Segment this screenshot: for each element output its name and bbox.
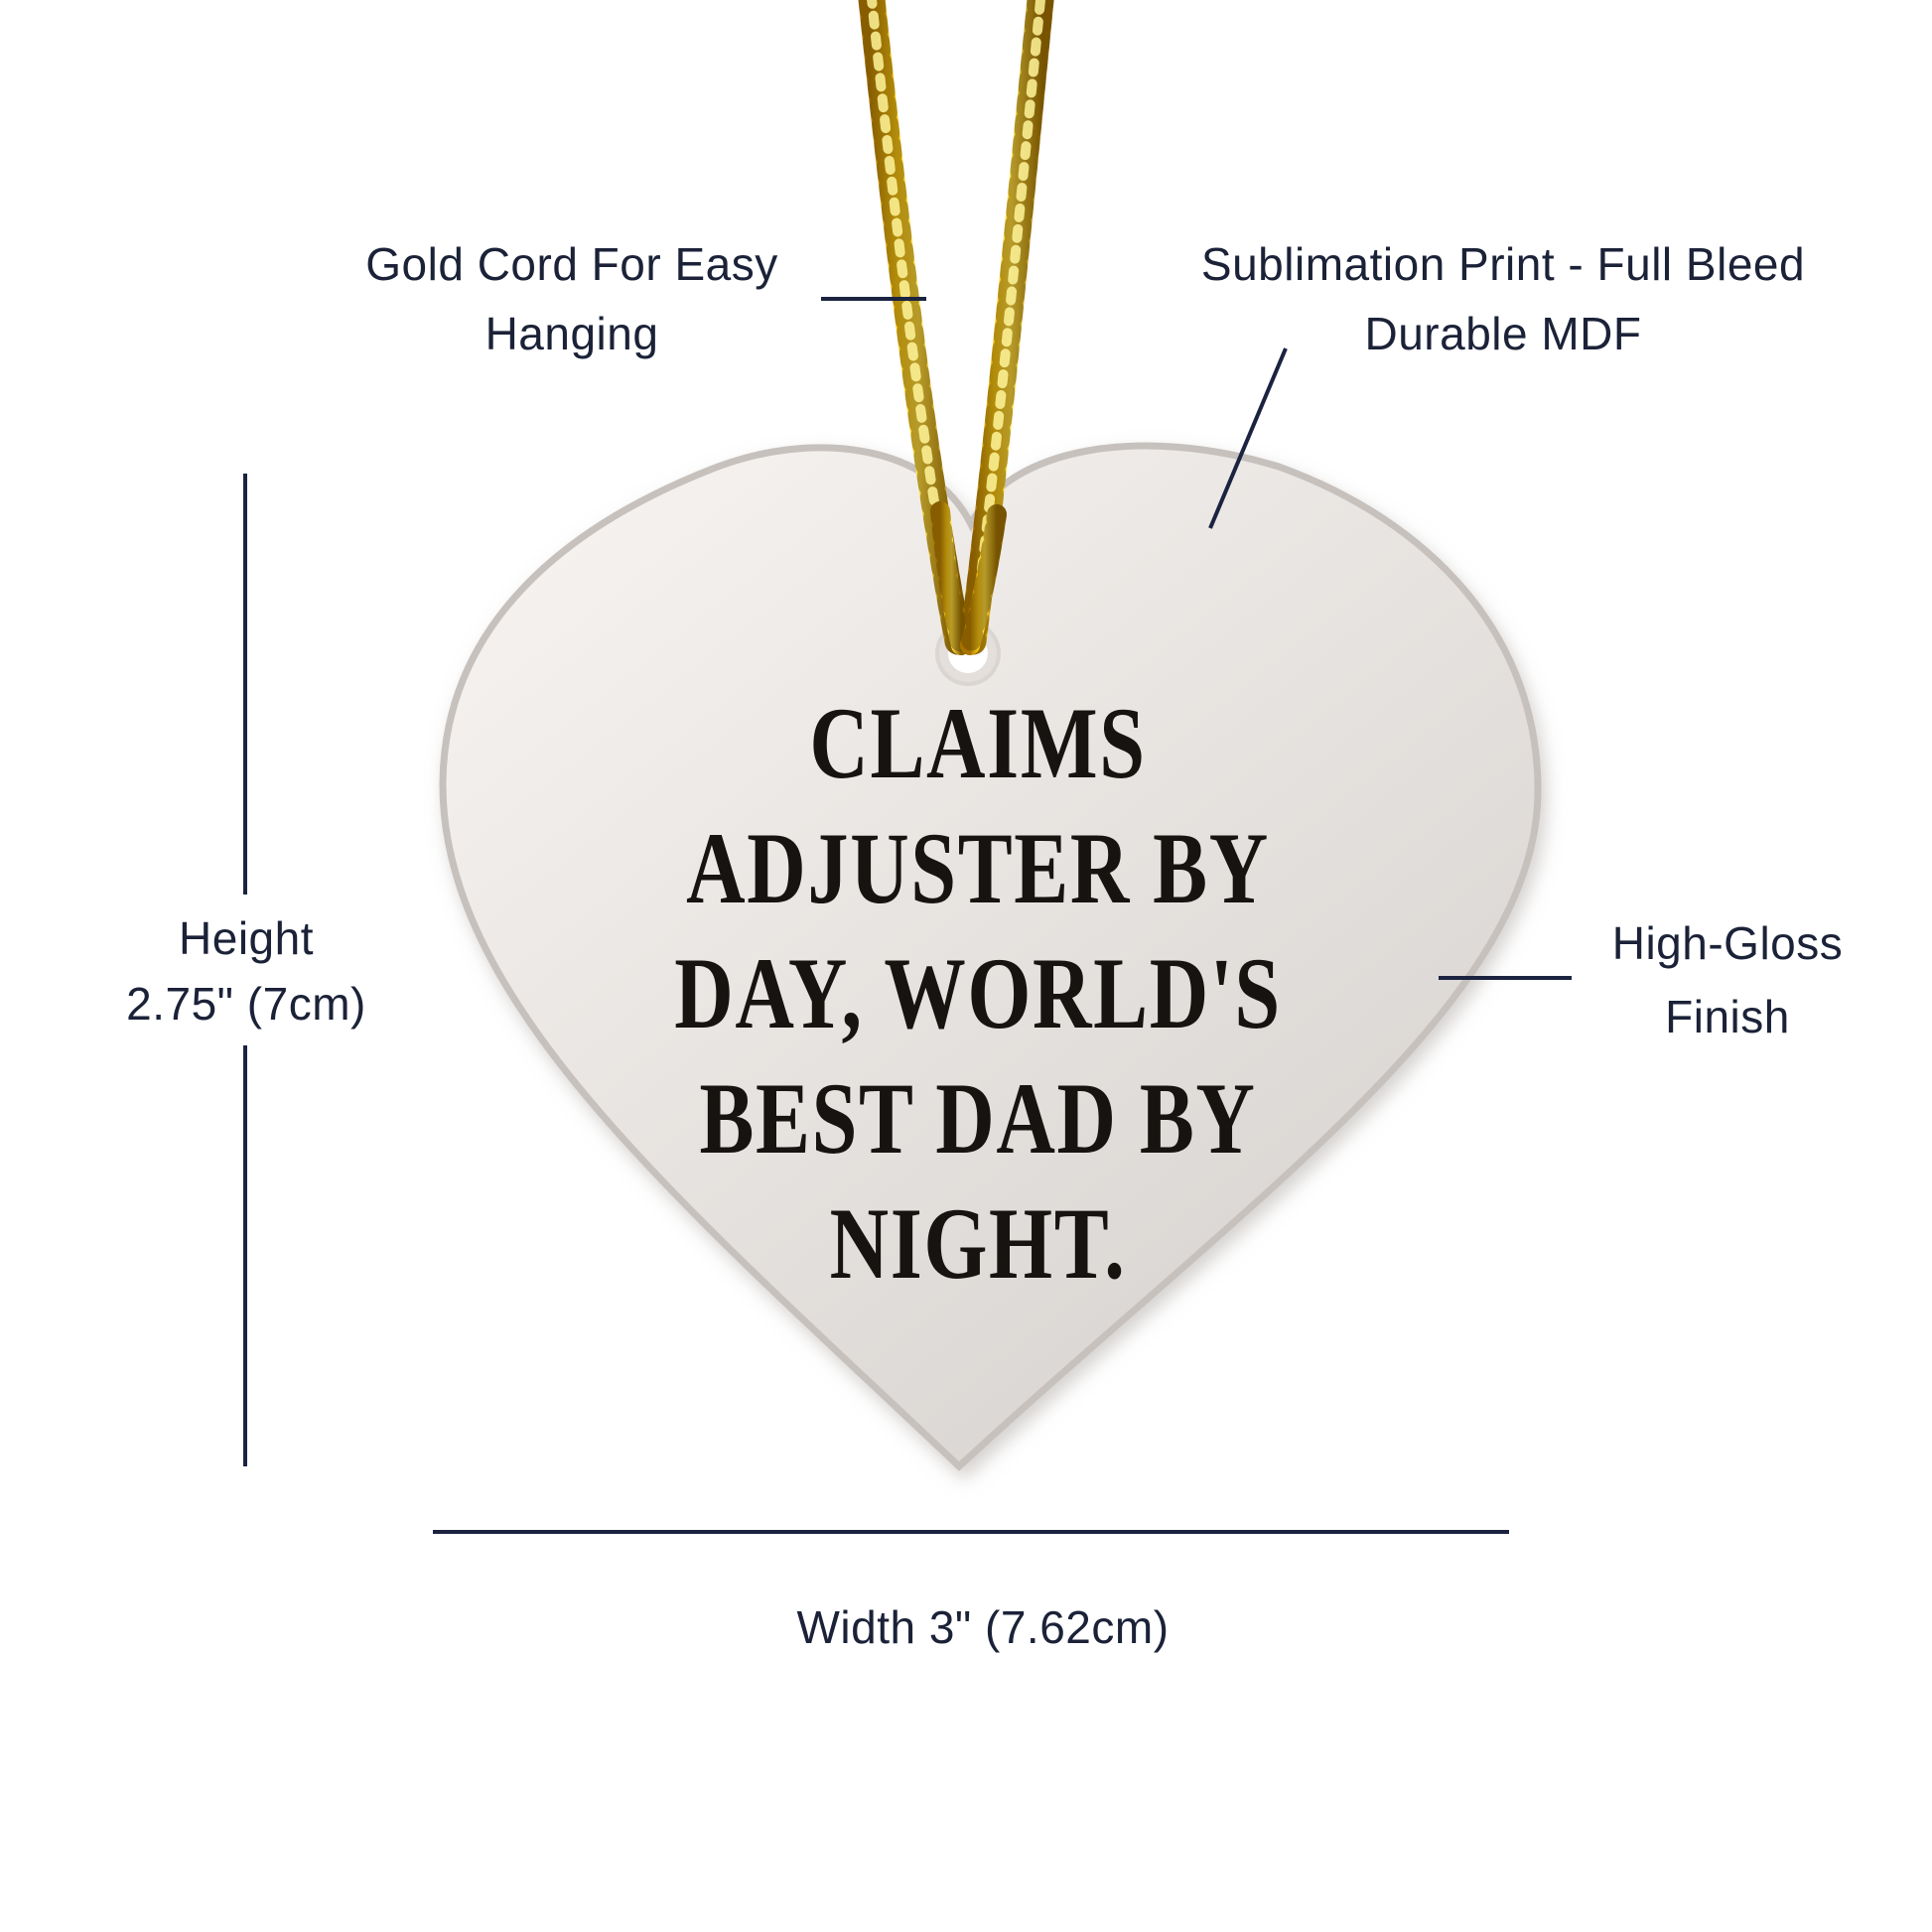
- annotation-lines: [243, 297, 1572, 1534]
- high-gloss-label-line-1: High-Gloss: [1611, 917, 1844, 969]
- ornament-quote-line-1: CLAIMS: [809, 687, 1147, 800]
- heart-ornament-shape: [439, 442, 1542, 1471]
- sublimation-label-line-1: Sublimation Print - Full Bleed: [1200, 238, 1806, 290]
- sublimation-label-line-2: Durable MDF: [1364, 308, 1642, 359]
- high-gloss-label-line-2: Finish: [1665, 991, 1790, 1042]
- width-label: Width 3" (7.62cm): [796, 1601, 1170, 1653]
- high-gloss-label: High-Gloss Finish: [1529, 906, 1926, 1053]
- gold-cord-label-line-2: Hanging: [484, 308, 659, 359]
- cord-loop-left-braid: [930, 501, 971, 655]
- gold-cord-label-line-1: Gold Cord For Easy: [365, 238, 778, 290]
- ornament-quote-line-4: BEST DAD BY: [699, 1062, 1257, 1175]
- ornament-quote-line-3: DAY, WORLD'S: [674, 937, 1282, 1050]
- sublimation-pointer-line: [1208, 347, 1288, 529]
- height-label-line-1: Height: [179, 912, 314, 964]
- height-label: Height 2.75" (7cm): [48, 905, 445, 1036]
- cord-loop-right: [960, 504, 1007, 655]
- height-label-line-2: 2.75" (7cm): [126, 978, 366, 1030]
- cord-loop-right-braid: [960, 504, 1007, 655]
- ornament-quote-line-2: ADJUSTER BY: [686, 812, 1270, 925]
- ornament-quote-line-5: NIGHT.: [829, 1187, 1127, 1301]
- cord-loop-left: [930, 501, 971, 655]
- ornament-quote: CLAIMS ADJUSTER BY DAY, WORLD'S BEST DAD…: [621, 681, 1335, 1307]
- sublimation-label: Sublimation Print - Full Bleed Durable M…: [1146, 229, 1861, 368]
- gold-cord: [858, 0, 1054, 655]
- gold-cord-label: Gold Cord For Easy Hanging: [274, 229, 870, 368]
